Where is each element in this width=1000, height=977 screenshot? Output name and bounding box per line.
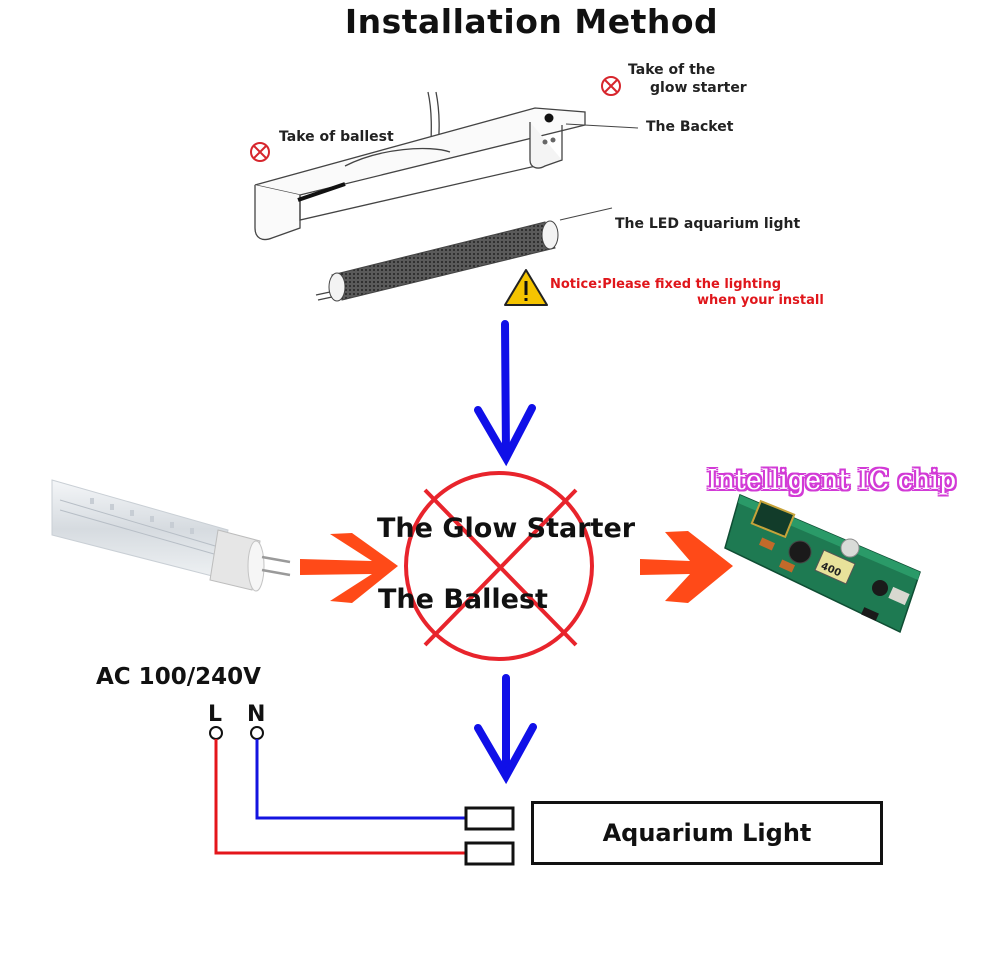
prohibition-icon	[601, 76, 621, 96]
bracket-label: The Backet	[646, 119, 734, 135]
terminal-l	[209, 726, 223, 740]
ballast-label: Take of ballest	[279, 129, 394, 145]
live-wire	[214, 739, 466, 855]
aquarium-light-box	[531, 801, 883, 865]
arrow-right-icon	[300, 533, 398, 603]
glow-starter-label: Take of the	[628, 62, 716, 78]
led-tube-top	[315, 220, 559, 302]
arrow-down-icon	[474, 320, 536, 467]
led-tube-photo	[51, 479, 291, 592]
led-leader-line	[559, 207, 613, 221]
glow-starter-dot	[544, 113, 554, 123]
fixture-drawing	[254, 91, 586, 241]
neutral-terminal-label: N	[247, 702, 266, 727]
live-terminal-label: L	[208, 702, 223, 727]
notice-text-line2: when your install	[697, 293, 824, 308]
voltage-label: AC 100/240V	[96, 664, 261, 690]
terminal-n	[250, 726, 264, 740]
neutral-wire	[255, 739, 466, 820]
aquarium-light-label: Aquarium Light	[602, 819, 812, 847]
arrow-down-icon	[474, 674, 537, 785]
glow-starter-removed-label: The Glow Starter	[377, 513, 636, 544]
prohibition-icon	[250, 142, 270, 162]
warning-icon	[504, 269, 548, 306]
prohibited-circle	[404, 471, 594, 661]
connector-live	[464, 841, 515, 866]
led-light-label: The LED aquarium light	[615, 216, 801, 232]
bracket-leader-line	[565, 123, 639, 129]
ic-chip-board: 400	[724, 493, 921, 634]
arrow-right-icon	[640, 531, 733, 603]
notice-text: Notice:Please fixed the lighting	[550, 277, 782, 292]
glow-starter-label-line2: glow starter	[650, 80, 747, 96]
ballast-removed-label: The Ballest	[378, 584, 548, 615]
ic-chip-label: Intelligent IC chip	[707, 465, 957, 496]
connector-neutral	[464, 806, 515, 831]
page-title: Installation Method	[344, 2, 719, 41]
